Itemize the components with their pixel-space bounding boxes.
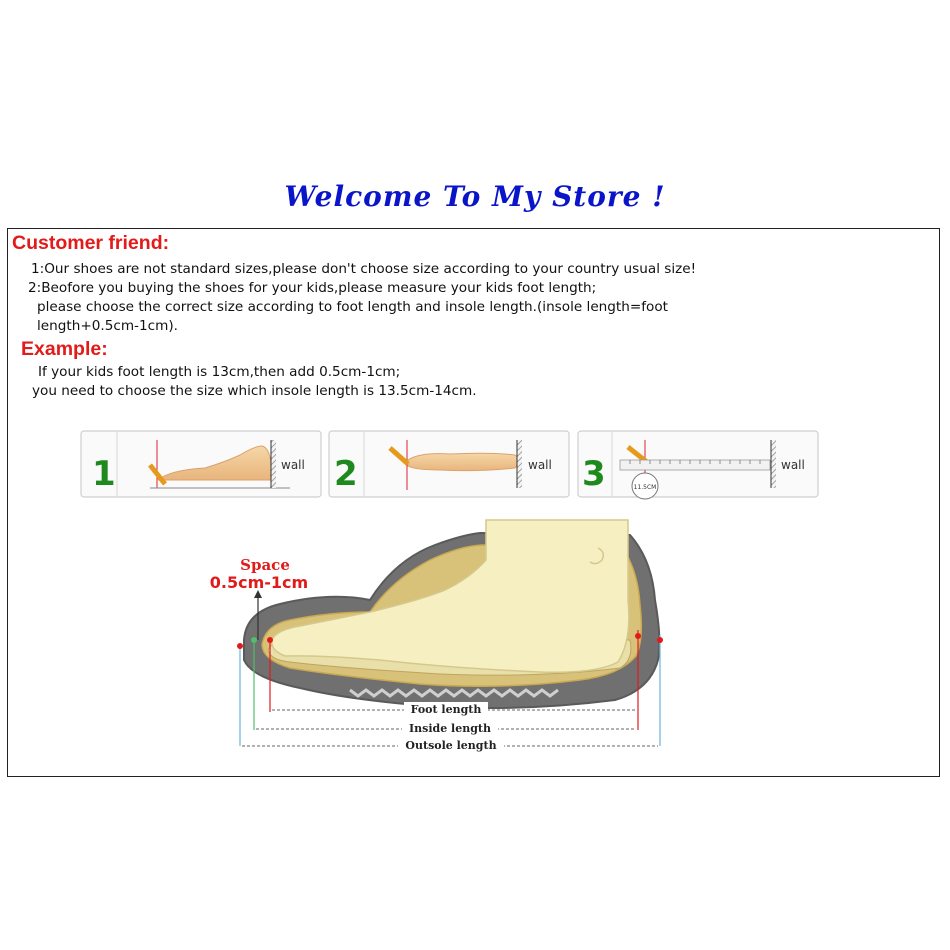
notice-line-4: length+0.5cm-1cm). — [37, 318, 178, 334]
example-line-1: If your kids foot length is 13cm,then ad… — [38, 364, 401, 380]
example-heading: Example: — [21, 338, 108, 360]
store-welcome-title: Welcome To My Store ! — [284, 180, 666, 213]
notice-line-3: please choose the correct size according… — [37, 299, 669, 315]
customer-friend-heading: Customer friend: — [12, 232, 170, 254]
notice-line-1: 1:Our shoes are not standard sizes,pleas… — [31, 261, 697, 277]
example-line-2: you need to choose the size which insole… — [32, 383, 477, 399]
notice-line-2: 2:Beofore you buying the shoes for your … — [28, 280, 597, 296]
size-guide-panel: Customer friend: 1:Our shoes are not sta… — [7, 228, 940, 777]
